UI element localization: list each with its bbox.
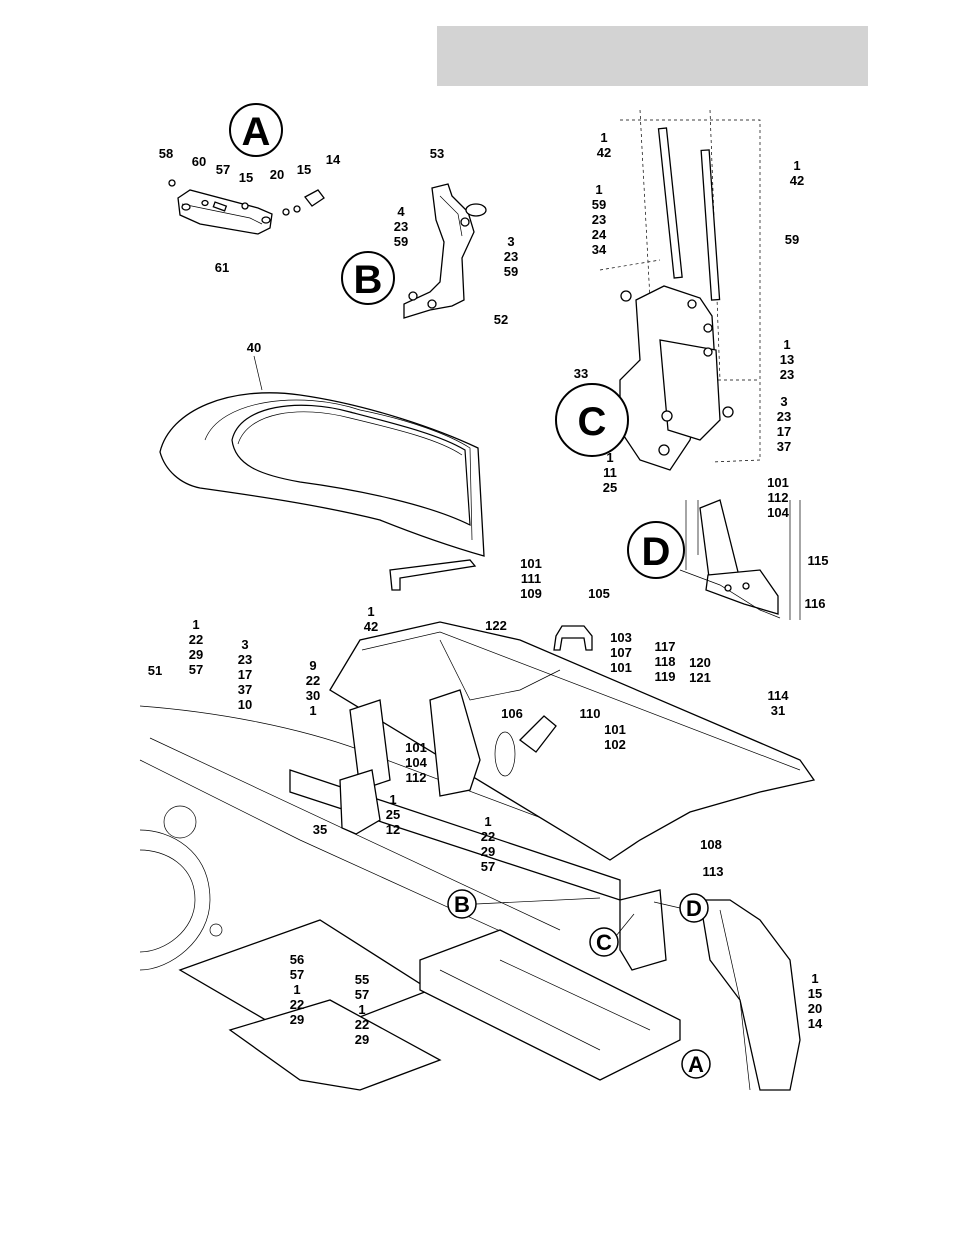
part-number-label: 61 [215, 260, 229, 275]
detail-a: A 58 60 57 15 20 15 14 61 [159, 104, 341, 275]
part-number-label: 35 [313, 822, 327, 837]
part-number-label: 52 [494, 312, 508, 327]
gas-spring-right [701, 150, 719, 300]
part-number-label: 14 [326, 152, 341, 167]
canopy-outer [160, 393, 484, 556]
callout-letter-c: C [578, 400, 607, 444]
part-number-label: 115 [808, 553, 829, 568]
part-number-label: 51 [148, 663, 162, 678]
part-number-label: 122 [485, 618, 507, 633]
side-shell [700, 900, 800, 1090]
canopy-part-number: 40 [247, 340, 261, 355]
gas-spring-left [658, 128, 682, 278]
grab-handle [554, 626, 592, 650]
part-number-label: 110 [580, 706, 601, 721]
part-number-label: 15 [239, 170, 253, 185]
callout-letter-d: D [642, 530, 671, 574]
part-number-label: 33 [574, 366, 588, 381]
canopy-40: 40 [160, 340, 484, 590]
location-marker-c: C [596, 930, 612, 955]
part-number-label: 113 [703, 864, 724, 879]
nut [169, 180, 175, 186]
callout-letter-a: A [242, 110, 271, 154]
part-number-label: 60 [192, 154, 206, 169]
callout-letter-b: B [354, 258, 383, 302]
location-marker-d: D [686, 896, 702, 921]
part-number-label: 108 [700, 837, 722, 852]
part-number-label: 105 [588, 586, 610, 601]
location-marker-b: B [454, 892, 470, 917]
part-number-label: 15 [297, 162, 311, 177]
latch-plate-d [706, 570, 778, 614]
part-number-label: 116 [805, 596, 826, 611]
knob [305, 190, 324, 206]
part-number-label: 20 [270, 167, 284, 182]
handle-bracket [178, 190, 272, 234]
part-number-label: 58 [159, 146, 173, 161]
part-number-label: 106 [501, 706, 523, 721]
part-number-label: 53 [430, 146, 444, 161]
part-number-label: 57 [216, 162, 230, 177]
part-number-label: 59 [785, 232, 799, 247]
location-marker-a: A [688, 1052, 704, 1077]
